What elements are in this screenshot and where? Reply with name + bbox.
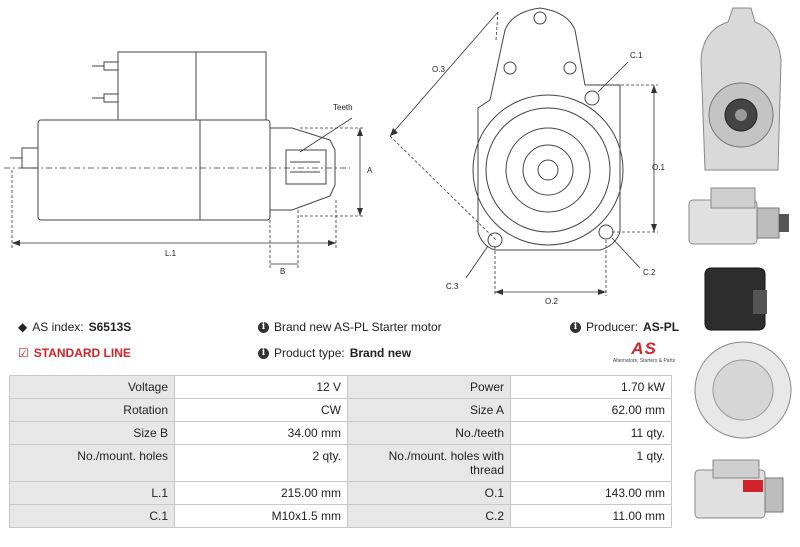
logo-tagline: Alternators, Starters & Parts [612,358,676,364]
photo-side-view [688,187,789,245]
spec-label: Rotation [9,398,175,422]
as-pl-logo: AS Alternators, Starters & Parts [608,339,680,365]
table-row: Size B 34.00 mm No./teeth 11 qty. [9,421,672,445]
as-index: ◆ AS index: S6513S [18,320,131,334]
as-index-label: AS index: [32,320,84,334]
label-o1: O.1 [652,163,665,172]
label-c1: C.1 [630,51,643,60]
spec-value: 143.00 mm [510,481,672,505]
spec-label: Size B [9,421,175,445]
producer-label: Producer: [586,320,639,334]
label-c3: C.3 [446,282,459,291]
label-teeth: Teeth [333,103,353,112]
spec-label: C.2 [347,504,511,528]
solenoid [117,51,267,121]
technical-drawing: Teeth A B L.1 O.3 C.1 [4,7,665,306]
info-icon: i [258,321,269,333]
label-o2: O.2 [545,297,558,306]
label-c2: C.2 [643,268,656,277]
description: i Brand new AS-PL Starter motor [258,320,442,334]
table-row: No./mount. holes 2 qty. No./mount. holes… [9,444,672,482]
spec-label: Power [347,375,511,399]
spec-label: O.1 [347,481,511,505]
spec-label: C.1 [9,504,175,528]
spec-label: Voltage [9,375,175,399]
photo-front-view [700,7,782,171]
description-text: Brand new AS-PL Starter motor [274,320,442,334]
motor-body [37,119,271,221]
table-row: Voltage 12 V Power 1.70 kW [9,375,672,399]
specs-table: Voltage 12 V Power 1.70 kW Rotation CW S… [9,375,672,528]
spec-value: 62.00 mm [510,398,672,422]
table-row: C.1 M10x1.5 mm C.2 11.00 mm [9,504,672,528]
spec-value: 11.00 mm [510,504,672,528]
spec-label: Size A [347,398,511,422]
logo-mark: AS [631,339,657,358]
spec-value: CW [174,398,348,422]
label-l1: L.1 [165,249,177,258]
spec-label: No./mount. holes with thread [347,444,511,482]
pinion-housing [269,127,336,211]
spec-label: No./mount. holes [9,444,175,482]
spec-value: 34.00 mm [174,421,348,445]
checkbox-icon: ☑ [18,346,29,360]
spec-value: 11 qty. [510,421,672,445]
spec-value: 12 V [174,375,348,399]
as-index-value: S6513S [88,320,132,334]
spec-value: M10x1.5 mm [174,504,348,528]
producer: i Producer: AS-PL [570,320,679,334]
photo-side-view-2 [694,459,784,519]
label-a: A [367,166,373,175]
spec-value: 2 qty. [174,444,348,482]
product-type-value: Brand new [349,346,412,360]
product-photos [683,0,800,542]
info-icon: i [570,321,581,333]
spec-value: 215.00 mm [174,481,348,505]
product-type: i Product type: Brand new [258,346,411,360]
label-b: B [280,267,285,276]
front-flange [477,7,621,251]
product-type-label: Product type: [274,346,345,360]
spec-label: L.1 [9,481,175,505]
standard-line: ☑ STANDARD LINE [18,346,131,360]
spec-label: No./teeth [347,421,511,445]
info-icon: i [258,347,269,359]
tag-icon: ◆ [18,320,28,334]
table-row: L.1 215.00 mm O.1 143.00 mm [9,481,672,505]
standard-line-label: STANDARD LINE [33,346,131,360]
producer-value: AS-PL [643,320,680,334]
pinion [285,149,327,185]
spec-value: 1.70 kW [510,375,672,399]
photo-rear-view [694,267,792,439]
table-row: Rotation CW Size A 62.00 mm [9,398,672,422]
label-o3: O.3 [432,65,445,74]
spec-value: 1 qty. [510,444,672,482]
